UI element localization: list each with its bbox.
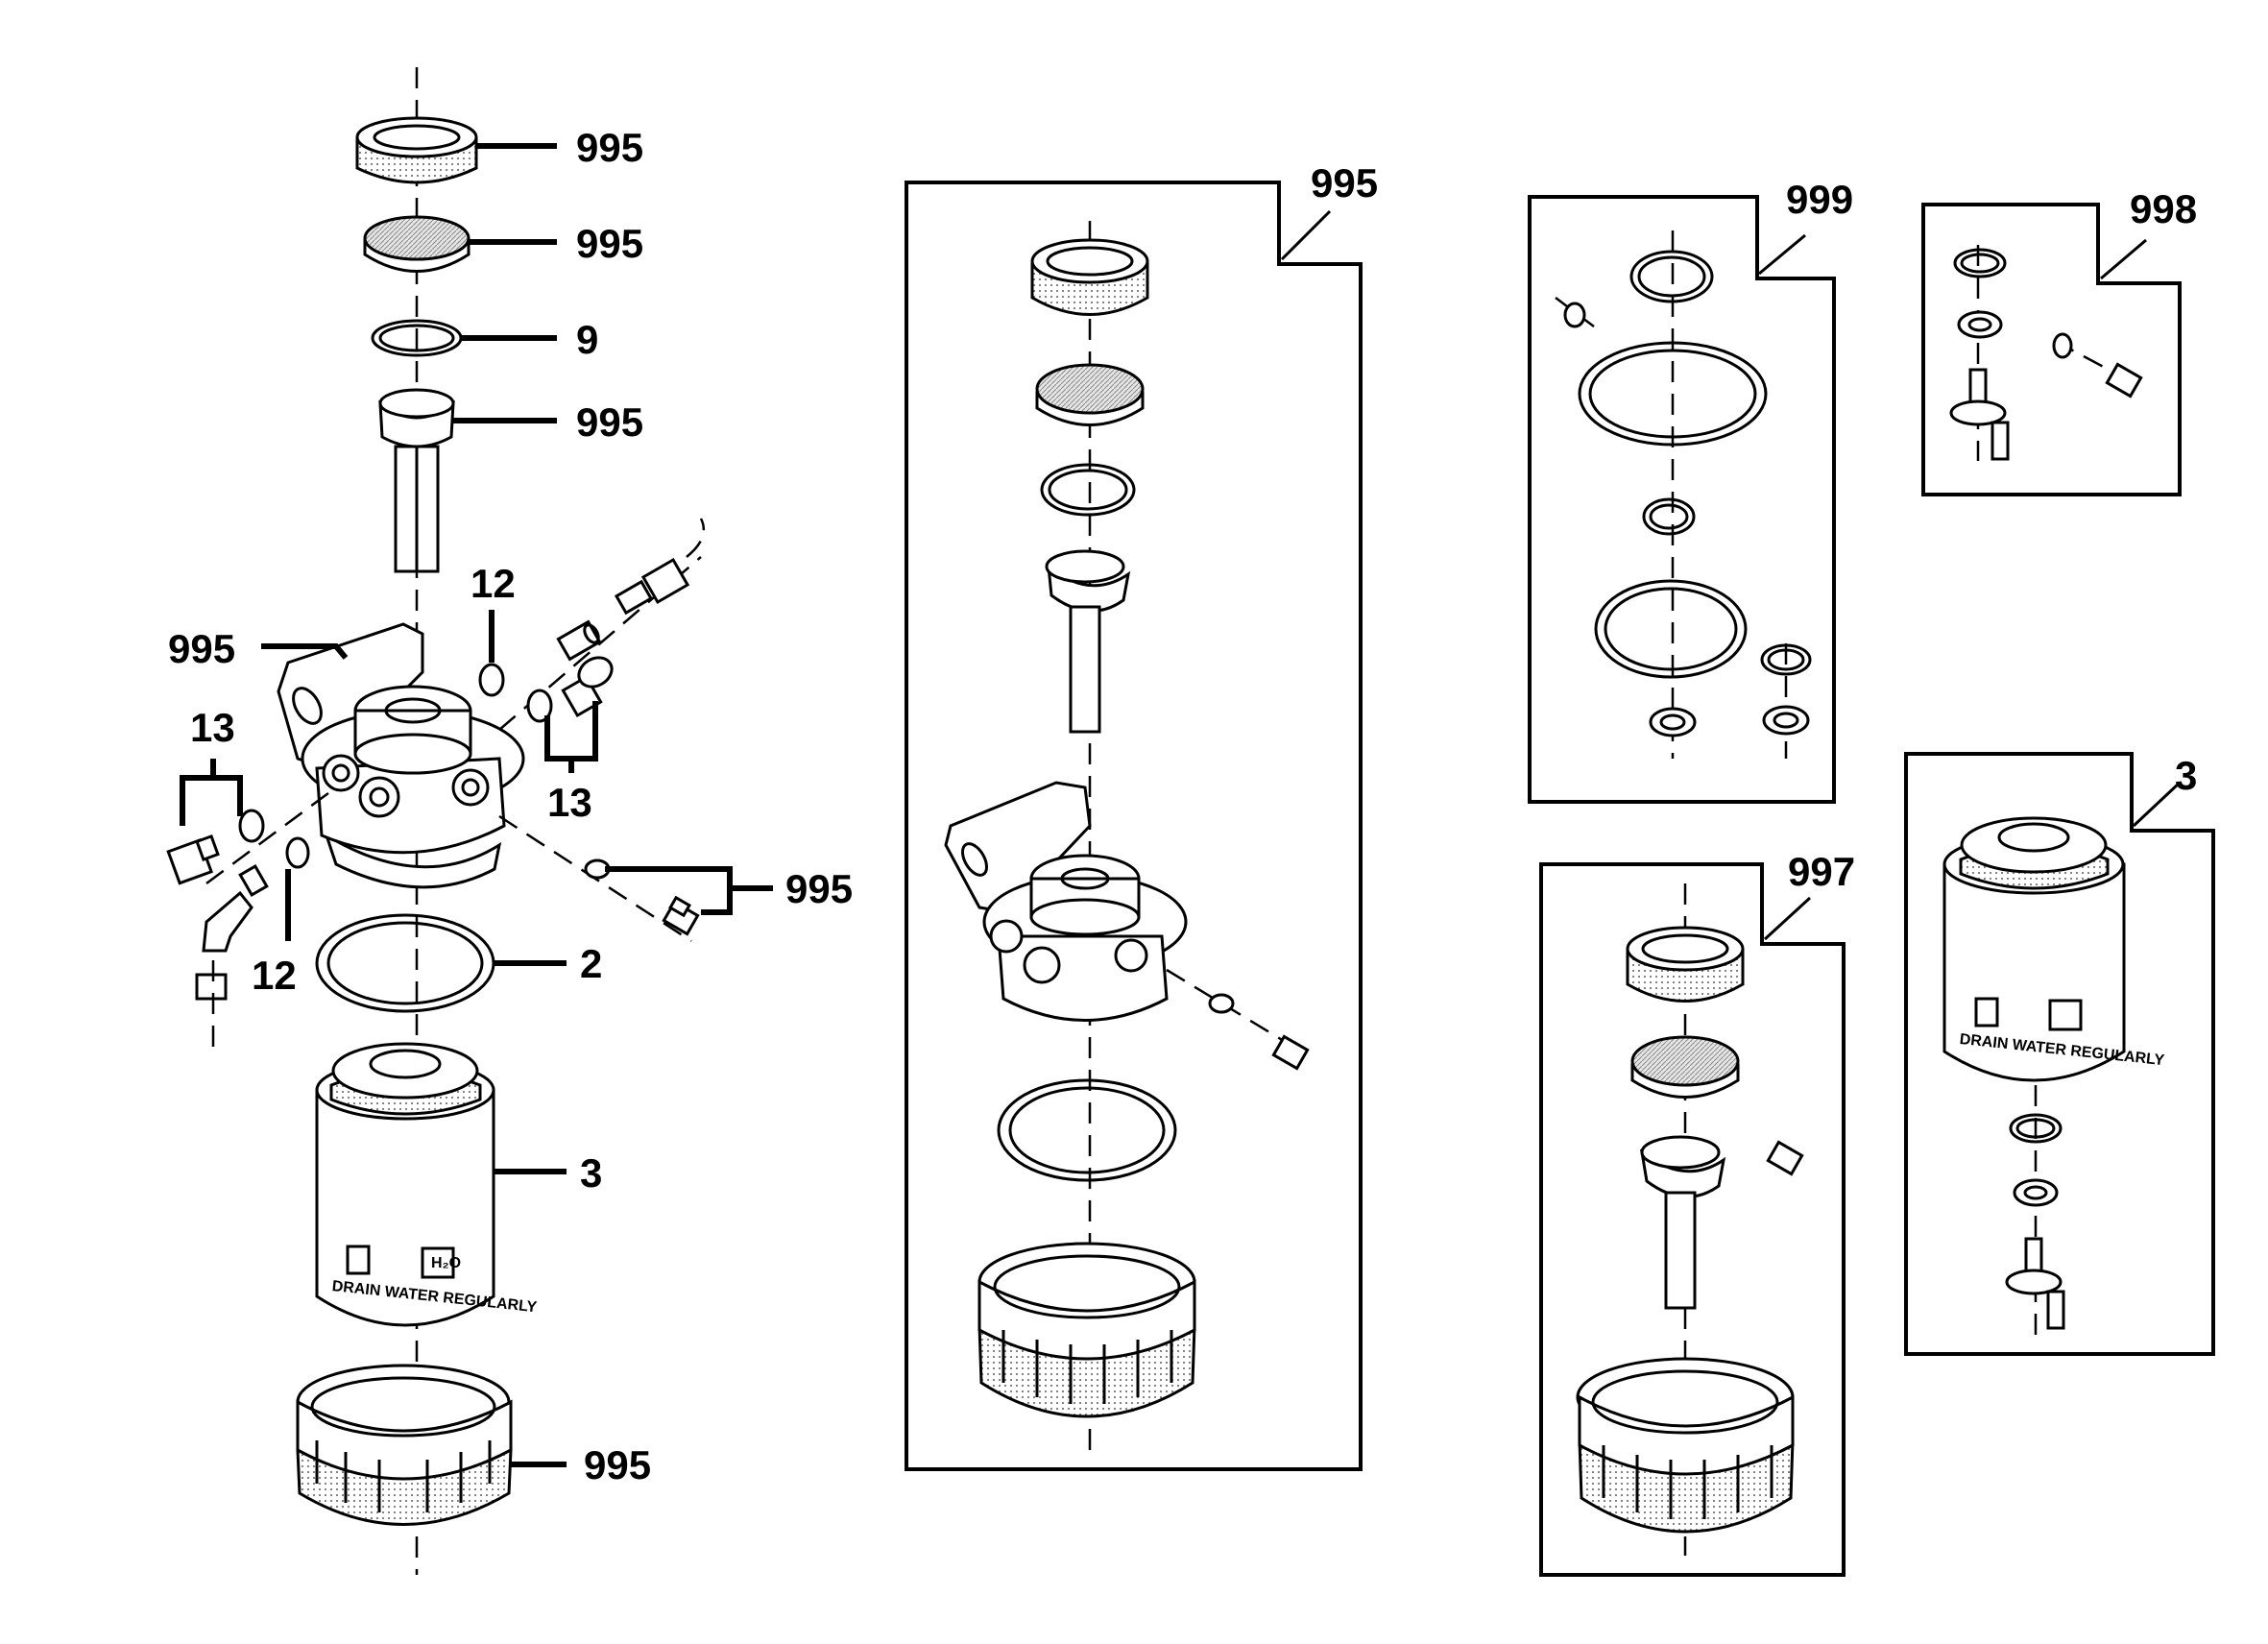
- kit-995-washer: [1208, 993, 1235, 1014]
- kit-998-small-washer: [2052, 332, 2073, 359]
- kit-997-bowl: [1576, 1357, 1795, 1534]
- kit-998-screw: [2105, 362, 2143, 399]
- kit-997-cap-ring: [1626, 926, 1745, 1003]
- label-kit-998: 998: [2130, 186, 2197, 231]
- kit-999-oring-a: [1629, 250, 1714, 303]
- filter-head: [277, 622, 525, 889]
- kit-999-panel: 999: [1528, 177, 1853, 804]
- kit-999-washer-d: [1649, 707, 1697, 737]
- seal-2: [315, 913, 495, 1013]
- fitting-upper: [556, 619, 602, 662]
- kit-999-washer-e: [1762, 705, 1810, 736]
- label-oring-9: 9: [576, 317, 598, 362]
- kit-997-panel: 997: [1539, 849, 1855, 1577]
- kit-995-head: [944, 781, 1188, 1022]
- label-plug-13-left: 13: [190, 705, 235, 750]
- label-kit-997: 997: [1788, 849, 1855, 894]
- kit-3-washer: [2013, 1178, 2059, 1207]
- h2o-label: H₂O: [431, 1255, 461, 1271]
- washer-12-bottom: [285, 836, 310, 869]
- kit-3-panel: 3 DRAIN WATER REGULARLY: [1904, 752, 2215, 1356]
- sensor: [614, 518, 706, 616]
- label-plug-13-right: 13: [547, 780, 592, 825]
- kit-999-small-washer: [1563, 302, 1586, 328]
- kit-995-screen: [1035, 363, 1145, 426]
- kit-999-large-seal: [1578, 341, 1768, 447]
- kit-998-drain-valve: [1949, 368, 2010, 461]
- elbow-fitting: [195, 864, 269, 1047]
- kit-995-standpipe: [1045, 549, 1131, 734]
- label-bracket-995: 995: [168, 626, 235, 671]
- kit-995-panel: 995: [905, 160, 1378, 1471]
- cap-ring: [355, 116, 478, 184]
- kit-998-washer: [1957, 310, 2003, 339]
- kit-3-filter-element: DRAIN WATER REGULARLY: [1942, 816, 2165, 1082]
- washer-13-left: [238, 809, 265, 843]
- kit-999-oring-b: [1642, 497, 1696, 536]
- washer-13-right: [526, 689, 553, 723]
- filter-element-3: H₂O DRAIN WATER REGULARLY: [315, 1042, 538, 1327]
- label-cap-995: 995: [576, 125, 643, 170]
- kit-3-oring: [2009, 1113, 2063, 1144]
- plug-13-right: [561, 656, 614, 718]
- leader-lines-main: [180, 143, 773, 1467]
- kit-995-cap-ring: [1030, 238, 1149, 316]
- kit-995-bowl: [977, 1242, 1196, 1418]
- label-element-3: 3: [580, 1150, 602, 1196]
- label-kit-999: 999: [1786, 177, 1853, 222]
- label-kit-3: 3: [2175, 753, 2197, 798]
- label-bleed-screw-995: 995: [785, 866, 853, 911]
- washer-12-top: [478, 663, 505, 697]
- kit-999-mid-seal: [1594, 579, 1748, 679]
- kit-999-oring-c: [1760, 643, 1812, 676]
- kit-998-panel: 998: [1921, 186, 2197, 496]
- kit-997-screw: [1766, 1140, 1804, 1176]
- plug-13-left: [166, 834, 220, 885]
- label-washer-12-bottom: 12: [252, 953, 297, 998]
- label-seal-2: 2: [580, 941, 602, 986]
- label-standpipe-995: 995: [576, 399, 643, 445]
- kit-997-standpipe: [1639, 1135, 1726, 1310]
- label-kit-995: 995: [1311, 160, 1378, 206]
- kit-995-bleed-screw: [1271, 1034, 1310, 1071]
- kit-998-oring: [1953, 248, 2007, 278]
- kit-997-screen: [1630, 1035, 1740, 1099]
- bleed-screw: [662, 895, 700, 936]
- label-bowl-995: 995: [584, 1442, 651, 1487]
- standpipe: [378, 388, 455, 573]
- label-screen-995: 995: [576, 221, 643, 266]
- kit-3-drain-valve: [2005, 1237, 2065, 1330]
- label-washer-12-top: 12: [470, 561, 516, 606]
- kit-995-oring: [1040, 463, 1136, 517]
- main-assembly: H₂O DRAIN WATER REGULARLY: [166, 67, 853, 1575]
- screen-filter: [363, 215, 470, 273]
- bowl: [296, 1364, 513, 1526]
- kit-995-seal: [997, 1078, 1177, 1182]
